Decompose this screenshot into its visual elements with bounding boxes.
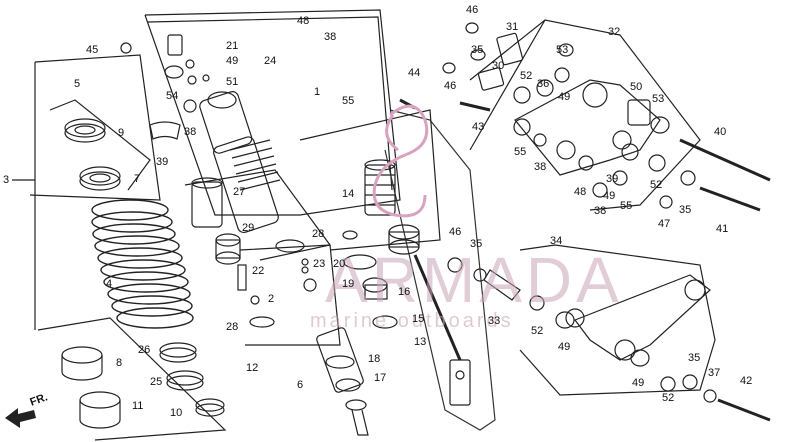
callout-c31: 31 <box>506 21 519 33</box>
callout-c21: 21 <box>226 40 239 52</box>
watermark-brand: ARMADA <box>325 244 623 316</box>
callout-c35a: 35 <box>471 44 484 56</box>
callout-c52a: 52 <box>520 70 533 82</box>
callout-c28a: 28 <box>226 321 239 333</box>
callout-c51: 51 <box>226 76 239 88</box>
callout-c46b: 46 <box>444 80 457 92</box>
callout-c22: 22 <box>252 265 265 277</box>
callout-c4: 4 <box>106 278 113 290</box>
callout-c53b: 53 <box>652 93 665 105</box>
callout-c39: 39 <box>156 156 169 168</box>
callout-c49e: 49 <box>632 377 645 389</box>
upper-fittings <box>120 34 210 140</box>
callout-c28b: 28 <box>312 228 325 240</box>
upper-linkage <box>399 22 771 212</box>
callout-c43: 43 <box>472 121 485 133</box>
callout-c17: 17 <box>374 372 387 384</box>
callout-c50: 50 <box>630 81 643 93</box>
callout-c39b: 39 <box>606 173 619 185</box>
callout-c49c: 49 <box>603 190 616 202</box>
callout-c11: 11 <box>132 400 144 412</box>
callout-c6: 6 <box>297 379 304 391</box>
callout-c38b: 38 <box>324 31 337 43</box>
callout-c38c: 38 <box>534 161 547 173</box>
callout-c16: 16 <box>398 286 411 298</box>
callout-c19: 19 <box>342 278 355 290</box>
coil-spring <box>91 199 194 329</box>
callout-c49d: 49 <box>558 341 571 353</box>
callout-c32: 32 <box>608 26 621 38</box>
callout-c27: 27 <box>233 186 246 198</box>
callout-c44: 44 <box>408 67 421 79</box>
callout-c53a: 53 <box>556 44 569 56</box>
callout-c34: 34 <box>550 235 563 247</box>
callout-c10: 10 <box>170 407 183 419</box>
callout-c36: 36 <box>537 78 550 90</box>
callout-c7: 7 <box>134 173 141 185</box>
callout-c52c: 52 <box>531 325 544 337</box>
lower-linkage <box>447 257 771 422</box>
callout-c3: 3 <box>3 174 10 186</box>
callout-c37: 37 <box>708 367 721 379</box>
spring-seats <box>61 346 121 429</box>
callout-c41: 41 <box>716 223 729 235</box>
callout-c38d: 38 <box>594 205 607 217</box>
callout-c46c: 46 <box>449 226 462 238</box>
callout-c1: 1 <box>314 86 321 98</box>
adjuster-nuts <box>64 118 121 191</box>
callout-c23: 23 <box>313 258 326 270</box>
callout-c24: 24 <box>264 55 277 67</box>
callout-c47: 47 <box>658 218 671 230</box>
callout-c18: 18 <box>368 353 381 365</box>
callout-c48a: 48 <box>297 15 310 27</box>
front-arrow <box>5 408 36 428</box>
callout-c30: 30 <box>492 60 505 72</box>
callout-c35c: 35 <box>470 238 483 250</box>
callout-c13: 13 <box>414 336 427 348</box>
callout-c42: 42 <box>740 375 753 387</box>
callout-c35d: 35 <box>688 352 701 364</box>
callout-c52d: 52 <box>662 392 675 404</box>
group-outlines <box>12 9 716 441</box>
callout-c14: 14 <box>342 188 355 200</box>
callout-c25: 25 <box>150 376 163 388</box>
callout-c8: 8 <box>116 357 123 369</box>
callout-c40: 40 <box>714 126 727 138</box>
callout-c48b: 48 <box>574 186 587 198</box>
callout-c49a: 49 <box>226 55 239 67</box>
callout-c54: 54 <box>166 90 179 102</box>
callout-c49b: 49 <box>558 91 571 103</box>
central-parts <box>215 159 471 436</box>
callout-c33: 33 <box>488 315 501 327</box>
ring-stack <box>159 342 225 417</box>
callout-c55b: 55 <box>514 146 527 158</box>
watermark-logo <box>372 104 429 218</box>
callout-c2: 2 <box>268 293 275 305</box>
damper-body <box>191 91 281 234</box>
callout-c5: 5 <box>74 78 81 90</box>
callout-c55a: 55 <box>342 95 355 107</box>
callout-c26: 26 <box>138 344 151 356</box>
callout-c20: 20 <box>333 258 346 270</box>
callout-c29: 29 <box>242 222 255 234</box>
watermark-tagline: marine outboards <box>310 310 514 332</box>
callout-c35b: 35 <box>679 204 692 216</box>
callout-c15: 15 <box>412 313 425 325</box>
callout-c9: 9 <box>118 127 125 139</box>
callout-c46a: 46 <box>466 4 479 16</box>
callout-c38a: 38 <box>184 126 197 138</box>
callout-c12: 12 <box>246 362 259 374</box>
callout-c55c: 55 <box>620 200 633 212</box>
callout-c45: 45 <box>86 44 99 56</box>
callout-c52b: 52 <box>650 179 663 191</box>
